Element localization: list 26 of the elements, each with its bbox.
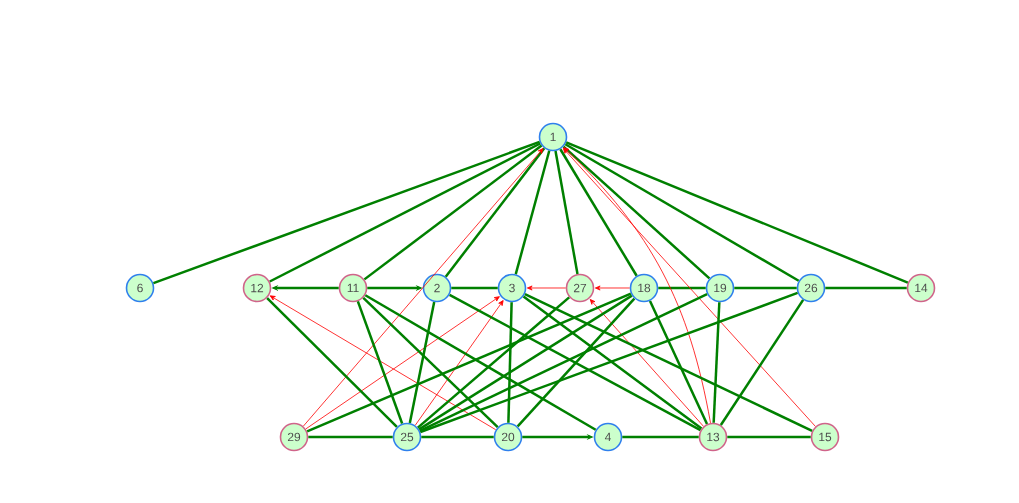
graph-node: 20 [493,422,523,452]
graph-node: 2 [422,273,452,303]
arrow [594,285,631,291]
graph-node: 12 [242,273,272,303]
graph-node: 29 [279,422,309,452]
graph-node: 15 [810,422,840,452]
arrow [414,300,504,426]
graph-node: 1 [538,122,568,152]
graph-node: 27 [565,273,595,303]
graph-node: 11 [338,273,368,303]
arrow [526,285,567,291]
graph-node: 18 [629,273,659,303]
graph-node: 4 [593,422,623,452]
graph-node: 26 [796,273,826,303]
graph-node: 3 [497,273,527,303]
graph-node: 19 [705,273,735,303]
graph-node: 6 [125,273,155,303]
arrow [305,296,500,430]
arrow [589,299,704,427]
graph-node: 25 [392,422,422,452]
graph-node: 13 [698,422,728,452]
arrow [302,148,544,427]
arrow [562,147,816,427]
arrow [563,147,711,424]
graph-node: 14 [906,273,936,303]
arrow [269,295,497,431]
